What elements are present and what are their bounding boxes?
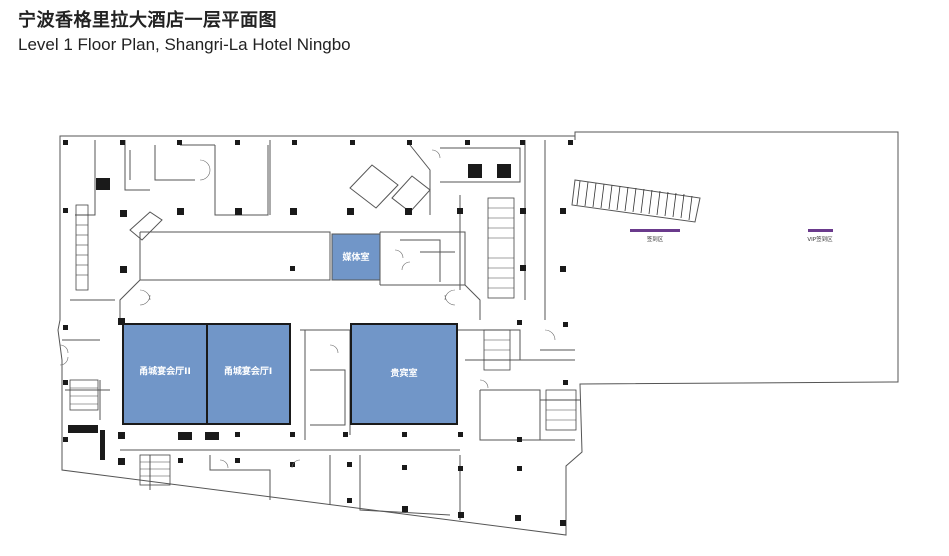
ballroom-1-label: 甬城宴会厅I	[224, 365, 272, 377]
page-subtitle: Level 1 Floor Plan, Shangri-La Hotel Nin…	[18, 35, 351, 54]
vip-registration-zone: VIP签到区	[807, 229, 833, 243]
registration-label: 签到区	[647, 235, 664, 243]
columns	[63, 140, 573, 526]
page-title: 宁波香格里拉大酒店一层平面图	[18, 10, 277, 31]
vip-registration-label: VIP签到区	[807, 235, 833, 243]
stairs	[69, 197, 577, 486]
registration-zone: 签到区	[630, 229, 680, 243]
ramp-hatch	[576, 180, 693, 221]
building-outline	[57, 131, 899, 536]
ballroom-2-label: 甬城宴会厅II	[139, 365, 191, 377]
escalator-structure	[129, 164, 701, 241]
stair-treads	[70, 207, 576, 477]
ballroom-2[interactable]: 甬城宴会厅II	[122, 323, 208, 425]
vip-room[interactable]: 贵宾室	[350, 323, 458, 425]
door-details	[59, 149, 556, 469]
vip-room-label: 贵宾室	[390, 367, 417, 379]
media-room-label: 媒体室	[341, 251, 369, 263]
ballroom-1[interactable]: 甬城宴会厅I	[206, 323, 291, 425]
media-room[interactable]: 媒体室	[331, 233, 381, 281]
